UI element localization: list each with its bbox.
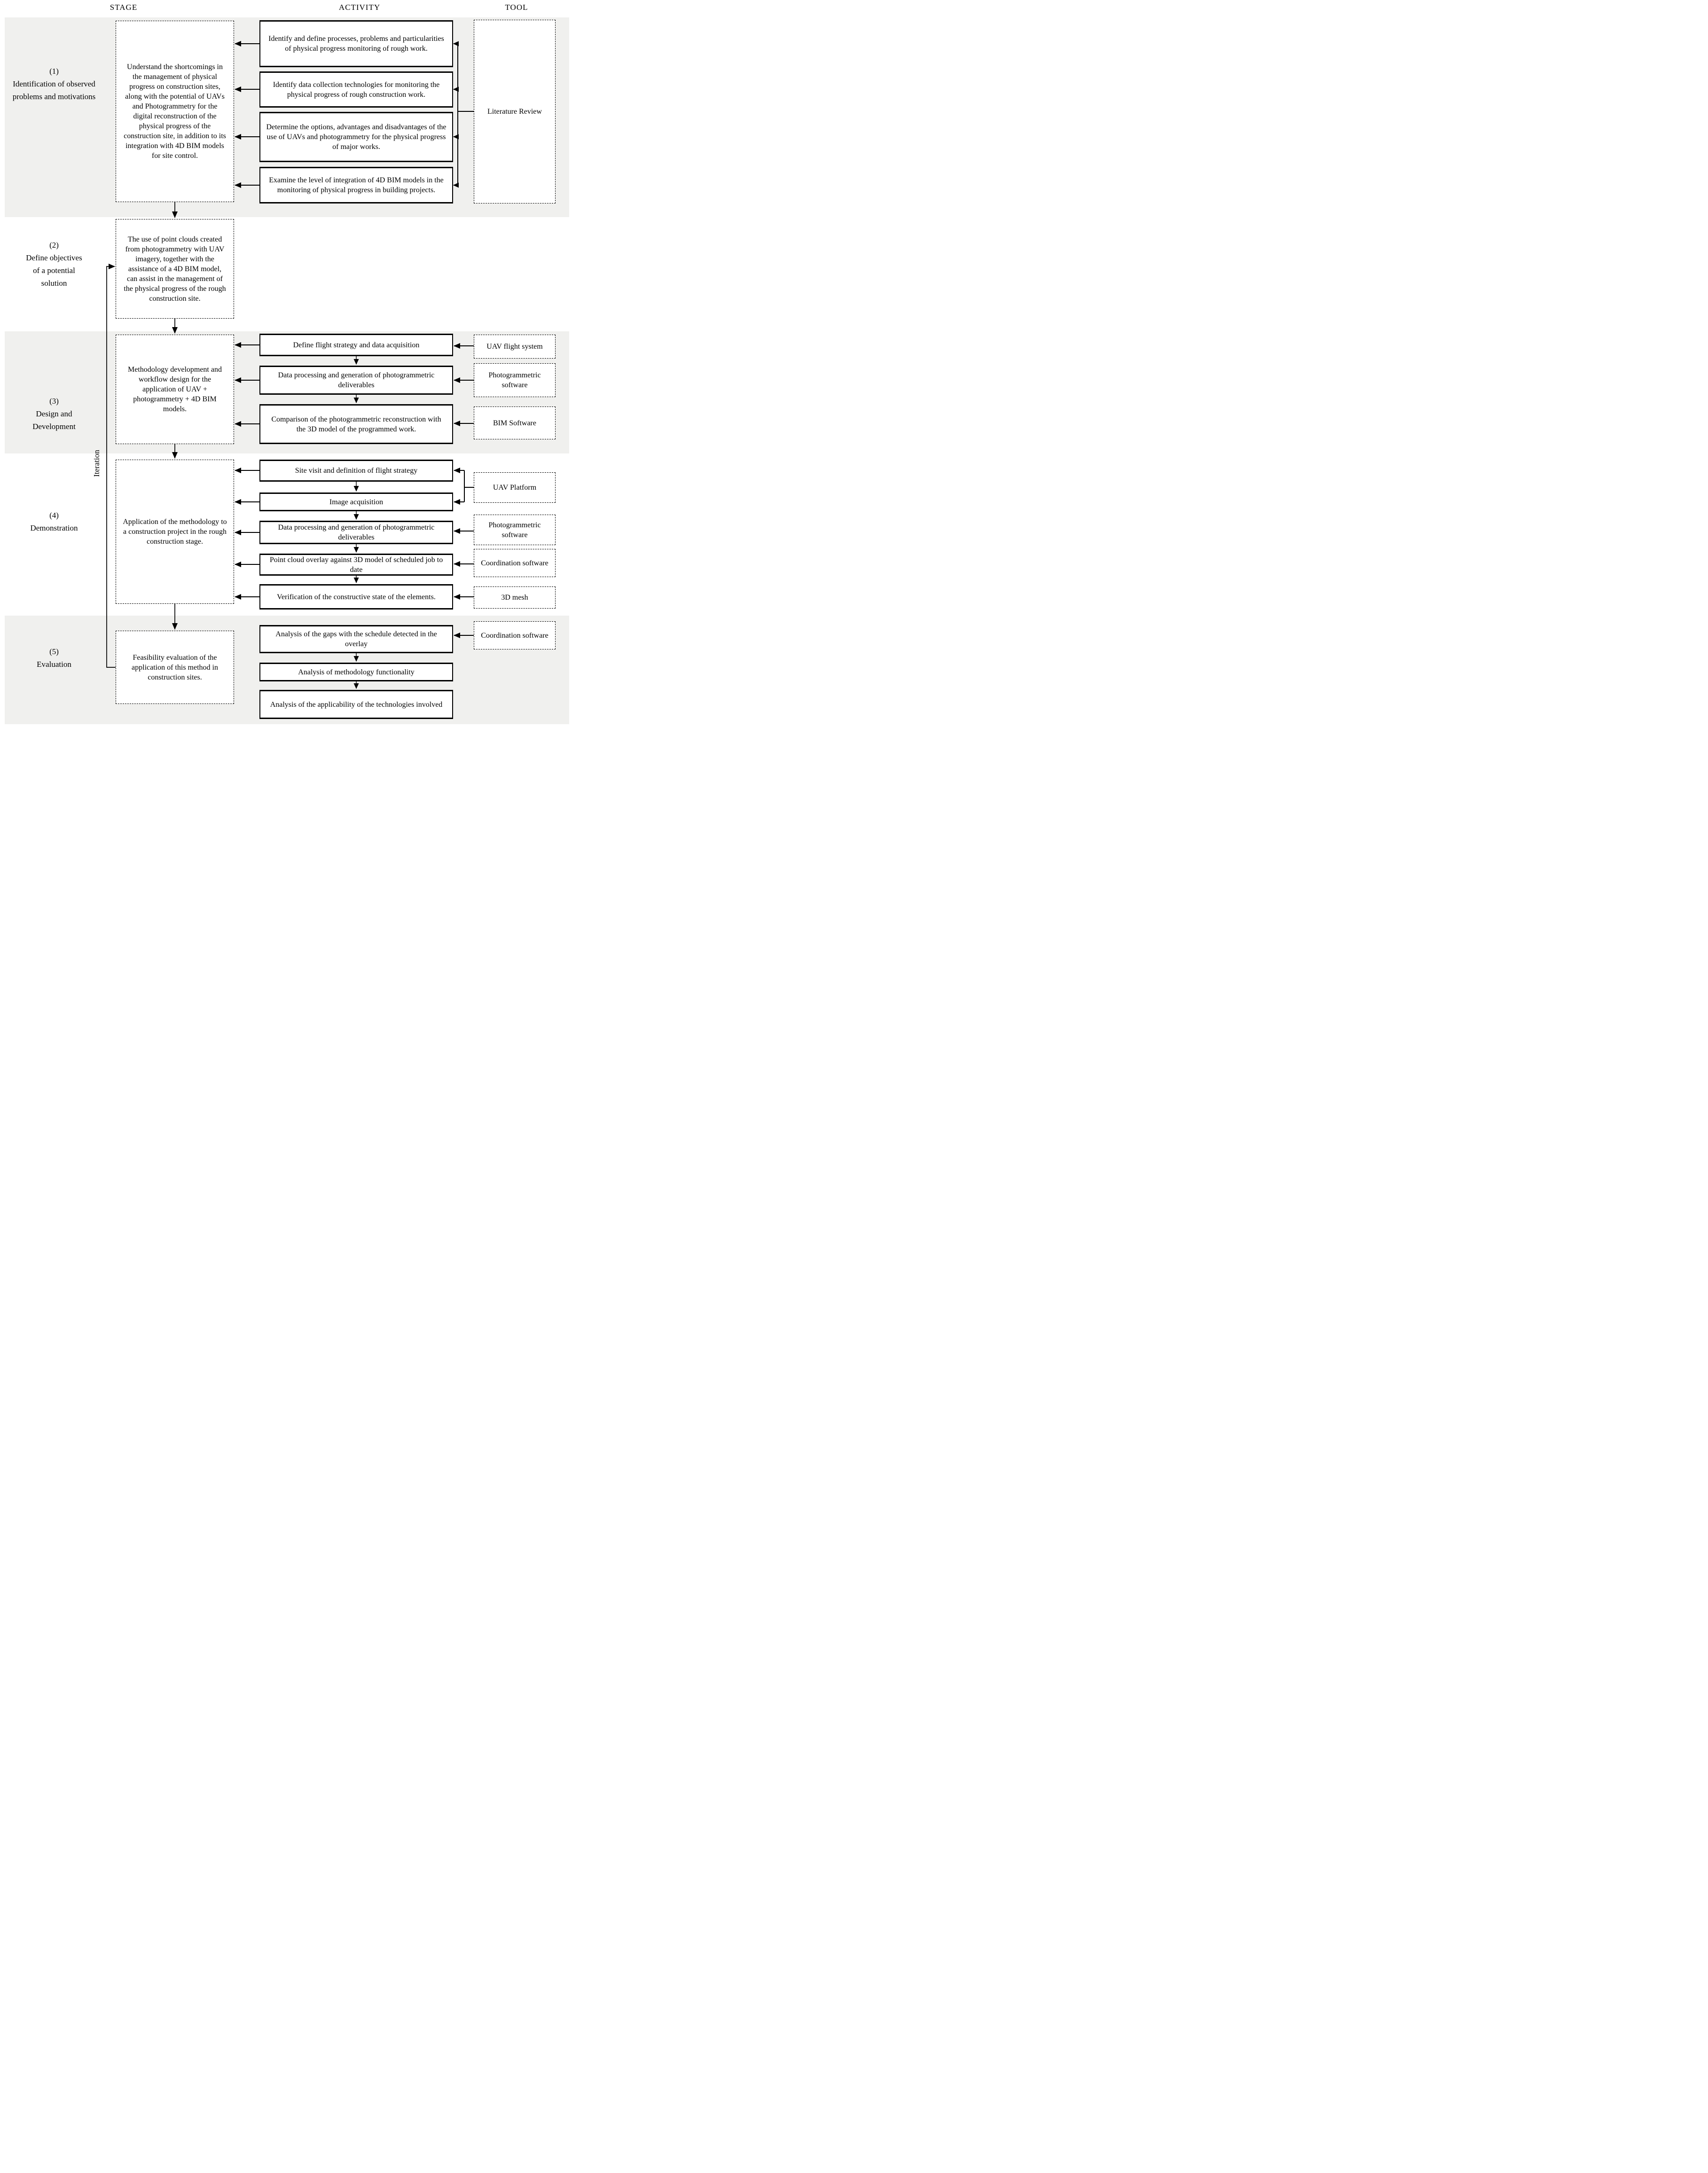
stage-number-3: (3) [49, 397, 59, 406]
stage-label-4: (4) Demonstration [12, 509, 96, 534]
activity-box-s4-2: Image acquisition [259, 492, 453, 511]
methodology-flowchart: STAGE ACTIVITY TOOL (1) Identification o… [0, 0, 569, 724]
tool-box-uav-flight-system: UAV flight system [474, 335, 556, 359]
stage-label-3: (3) Design and Development [24, 395, 85, 433]
stage-name-1: Identification of observed problems and … [12, 79, 96, 101]
activity-box-s5-2: Analysis of methodology functionality [259, 663, 453, 681]
stage-name-3: Design and Development [32, 409, 76, 431]
stage-box-2: The use of point clouds created from pho… [116, 219, 234, 319]
activity-box-s4-5: Verification of the constructive state o… [259, 584, 453, 610]
tool-box-bim-software: BIM Software [474, 406, 556, 439]
tool-box-3d-mesh: 3D mesh [474, 586, 556, 609]
stage-label-2: (2) Define objectives of a potential sol… [24, 239, 85, 289]
activity-box-s4-3: Data processing and generation of photog… [259, 521, 453, 544]
activity-box-s1-3: Determine the options, advantages and di… [259, 112, 453, 162]
stage-number-5: (5) [49, 647, 59, 656]
stage-name-5: Evaluation [37, 660, 71, 669]
stage-name-2: Define objectives of a potential solutio… [26, 253, 82, 288]
stage-name-4: Demonstration [30, 524, 78, 532]
column-header-tool: TOOL [505, 3, 528, 12]
activity-box-s5-3: Analysis of the applicability of the tec… [259, 690, 453, 719]
activity-box-s4-4: Point cloud overlay against 3D model of … [259, 554, 453, 576]
activity-box-s3-1: Define flight strategy and data acquisit… [259, 334, 453, 356]
stage-label-1: (1) Identification of observed problems … [12, 65, 96, 103]
activity-box-s5-1: Analysis of the gaps with the schedule d… [259, 625, 453, 653]
stage-box-4: Application of the methodology to a cons… [116, 460, 234, 604]
column-header-stage: STAGE [110, 3, 138, 12]
activity-box-s1-2: Identify data collection technologies fo… [259, 71, 453, 108]
iteration-label: Iteration [92, 450, 101, 477]
stage-label-5: (5) Evaluation [12, 645, 96, 671]
activity-box-s3-2: Data processing and generation of photog… [259, 366, 453, 395]
tool-box-coordination-software: Coordination software [474, 549, 556, 577]
stage-box-1: Understand the shortcomings in the manag… [116, 21, 234, 202]
tool-box-uav-platform: UAV Platform [474, 472, 556, 503]
stage-number-1: (1) [49, 67, 59, 76]
activity-box-s4-1: Site visit and definition of flight stra… [259, 460, 453, 482]
iteration-loop-line [106, 264, 116, 668]
activity-box-s1-4: Examine the level of integration of 4D B… [259, 167, 453, 203]
activity-box-s1-1: Identify and define processes, problems … [259, 20, 453, 67]
activity-box-s3-3: Comparison of the photogrammetric recons… [259, 404, 453, 444]
column-header-activity: ACTIVITY [338, 3, 381, 12]
stage-number-2: (2) [49, 241, 59, 250]
stage-number-4: (4) [49, 511, 59, 520]
stage-box-5: Feasibility evaluation of the applicatio… [116, 631, 234, 704]
tool-box-photogrammetric-software: Photogrammetric software [474, 363, 556, 397]
tool-box-coordination-software-2: Coordination software [474, 621, 556, 649]
stage-box-3: Methodology development and workflow des… [116, 335, 234, 444]
tool-box-literature-review: Literature Review [474, 20, 556, 203]
tool-box-photogrammetric-software-2: Photogrammetric software [474, 515, 556, 545]
